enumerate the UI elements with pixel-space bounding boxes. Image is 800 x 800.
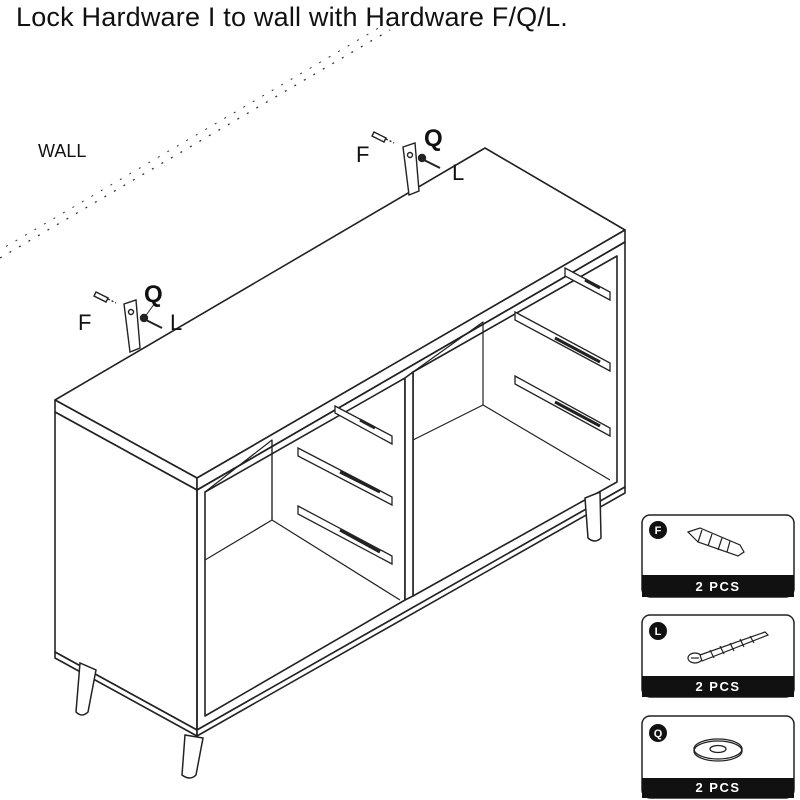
- part-card-l: L 2 PCS: [641, 614, 795, 698]
- leg-front-left: [75, 661, 97, 716]
- part-qty-q: 2 PCS: [695, 780, 740, 795]
- cabinet: [54, 147, 626, 737]
- part-badge-f: [649, 521, 667, 539]
- bracket-left: [93, 291, 163, 353]
- drawer-slides-left: [297, 404, 393, 566]
- label-q-left: Q: [144, 281, 163, 308]
- label-l-right: L: [452, 160, 464, 185]
- part-qty-l: 2 PCS: [695, 679, 740, 694]
- svg-text:Q: Q: [654, 728, 663, 740]
- part-badge-l: [649, 622, 667, 640]
- bracket-i-left: [123, 299, 141, 353]
- part-card-q: Q 2 PCS: [641, 715, 795, 799]
- label-f-right: F: [356, 142, 369, 167]
- drawer-slides-right: [514, 266, 611, 438]
- instruction-title: Lock Hardware I to wall with Hardware F/…: [16, 2, 568, 32]
- leg-front-right: [181, 734, 204, 779]
- part-badge-q: [649, 724, 667, 742]
- screw-icon: [687, 631, 770, 664]
- wall-anchor-icon: [686, 527, 745, 557]
- leg-back-right: [584, 490, 602, 542]
- washer-icon: [693, 738, 743, 762]
- label-l-left: L: [170, 310, 182, 335]
- label-f-left: F: [78, 310, 91, 335]
- part-qty-f: 2 PCS: [695, 579, 740, 594]
- wall-label: WALL: [38, 141, 86, 161]
- cabinet-legs: [75, 490, 602, 779]
- svg-text:L: L: [655, 626, 662, 638]
- label-q-right: Q: [424, 125, 443, 152]
- svg-text:F: F: [655, 525, 662, 537]
- bracket-right: [371, 131, 441, 196]
- wall-hatch: [0, 25, 391, 259]
- bracket-i-right: [402, 142, 420, 196]
- part-card-f: F 2 PCS: [641, 514, 795, 598]
